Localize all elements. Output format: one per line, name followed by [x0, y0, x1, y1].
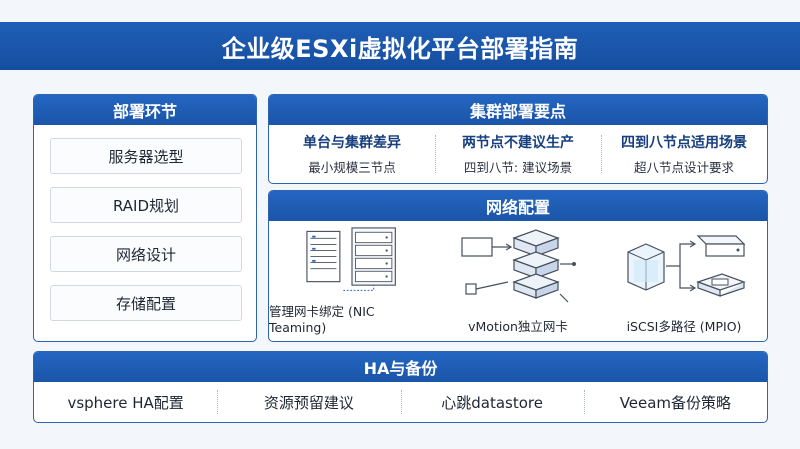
- deployment-steps-panel: 部署环节 服务器选型 RAID规划 网络设计 存储配置: [33, 94, 257, 342]
- ha-item: vsphere HA配置: [67, 393, 184, 412]
- cluster-point: 四到八节点适用场景 超八节点设计要求: [601, 125, 767, 183]
- ha-item: Veeam备份策略: [583, 382, 767, 422]
- network-item: iSCSI多路径 (MPIO): [601, 221, 767, 341]
- ha-backup-panel: HA与备份 vsphere HA配置 资源预留建议 心跳datastore Ve…: [33, 351, 768, 423]
- network-stack-icon: [461, 229, 576, 303]
- network-config-header: 网络配置: [269, 191, 767, 221]
- cluster-point-title: 四到八节点适用场景: [621, 135, 747, 151]
- step-raid-planning: RAID规划: [50, 187, 242, 223]
- network-item: vMotion独立网卡: [435, 221, 601, 341]
- step-storage-config: 存储配置: [50, 285, 242, 321]
- cluster-point: 两节点不建议生产 四到八节: 建议场景: [435, 125, 601, 183]
- cluster-points-header: 集群部署要点: [269, 95, 767, 125]
- cluster-points-panel: 集群部署要点 单台与集群差异 最小规模三节点 两节点不建议生产 四到八节: 建议…: [268, 94, 768, 184]
- storage-multipath-icon: [627, 235, 746, 297]
- server-rack-icon: [306, 227, 396, 291]
- network-item-caption: 管理网卡绑定 (NIC Teaming): [269, 304, 375, 335]
- cluster-point-sub: 超八节点设计要求: [633, 160, 734, 175]
- network-item: 管理网卡绑定 (NIC Teaming): [269, 221, 435, 341]
- network-item-caption: vMotion独立网卡: [468, 319, 568, 334]
- ha-item: 心跳datastore: [400, 382, 584, 422]
- cluster-point: 单台与集群差异 最小规模三节点: [269, 125, 435, 183]
- title-banner: 企业级ESXi虚拟化平台部署指南: [0, 22, 800, 70]
- cluster-point-title: 两节点不建议生产: [462, 135, 574, 151]
- network-config-panel: 网络配置: [268, 190, 768, 342]
- cluster-point-title: 单台与集群差异: [303, 135, 401, 151]
- cluster-point-sub: 四到八节: 建议场景: [463, 160, 573, 175]
- step-network-design: 网络设计: [50, 236, 242, 272]
- page-title: 企业级ESXi虚拟化平台部署指南: [221, 34, 579, 63]
- ha-item: 资源预留建议: [217, 382, 400, 422]
- cluster-point-sub: 最小规模三节点: [308, 160, 396, 175]
- step-server-selection: 服务器选型: [50, 138, 242, 174]
- ha-backup-header: HA与备份: [34, 352, 767, 382]
- network-item-caption: iSCSI多路径 (MPIO): [626, 319, 742, 334]
- deployment-steps-header: 部署环节: [34, 95, 256, 125]
